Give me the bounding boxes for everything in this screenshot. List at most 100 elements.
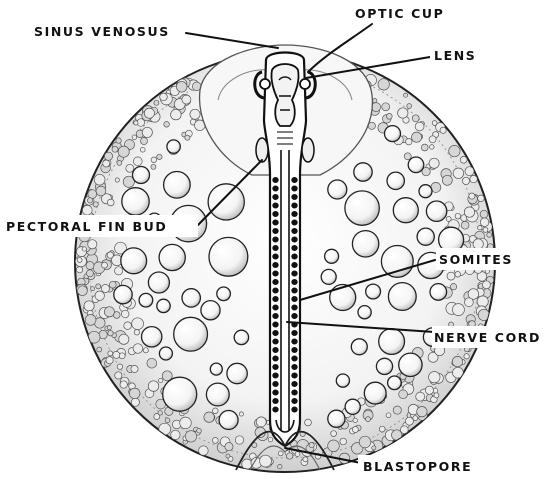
somite: [272, 271, 278, 277]
somite: [291, 390, 297, 396]
yolk-granule: [82, 205, 92, 215]
yolk-droplet: [345, 399, 360, 414]
somite: [272, 288, 278, 294]
yolk-droplet: [379, 329, 405, 355]
yolk-granule: [159, 423, 171, 435]
droplet-highlight: [165, 251, 170, 256]
droplet-highlight: [412, 161, 415, 164]
yolk-granule: [340, 438, 347, 445]
droplet-highlight: [332, 184, 335, 187]
yolk-droplet: [148, 272, 169, 293]
somite: [291, 373, 297, 379]
yolk-granule: [144, 108, 154, 118]
yolk-granule: [212, 438, 218, 444]
yolk-granule: [164, 122, 170, 128]
yolk-droplet: [163, 377, 197, 411]
droplet-highlight: [359, 237, 364, 242]
somite: [291, 194, 297, 200]
somite: [291, 262, 297, 268]
yolk-granule: [373, 99, 377, 103]
yolk-granule: [353, 418, 357, 422]
somite: [272, 194, 278, 200]
somite: [272, 398, 278, 404]
yolk-granule: [102, 262, 108, 268]
somite: [272, 237, 278, 243]
yolk-granule: [379, 426, 385, 432]
yolk-droplet: [364, 382, 386, 404]
yolk-granule: [133, 344, 143, 354]
yolk-granule: [404, 93, 408, 97]
droplet-highlight: [395, 289, 400, 294]
yolk-granule: [199, 446, 209, 456]
yolk-granule: [88, 240, 97, 249]
somite: [291, 288, 297, 294]
yolk-granule: [85, 315, 96, 326]
yolk-droplet: [387, 172, 404, 189]
yolk-droplet: [419, 185, 432, 198]
yolk-granule: [386, 413, 391, 418]
yolk-granule: [91, 287, 95, 291]
yolk-granule: [226, 454, 230, 458]
yolk-granule: [113, 351, 120, 358]
yolk-droplet: [122, 188, 149, 215]
yolk-granule: [115, 372, 122, 379]
yolk-granule: [482, 281, 490, 289]
droplet-highlight: [325, 273, 328, 276]
yolk-granule: [160, 93, 168, 101]
yolk-granule: [96, 284, 101, 289]
yolk-droplet: [388, 376, 402, 390]
yolk-granule: [204, 412, 214, 422]
yolk-droplet: [210, 363, 222, 375]
droplet-highlight: [146, 331, 150, 335]
yolk-granule: [82, 247, 86, 251]
label-optic-cup: OPTIC CUP: [355, 6, 444, 21]
somite: [291, 313, 297, 319]
droplet-highlight: [224, 415, 227, 418]
droplet-highlight: [137, 171, 140, 174]
somite: [272, 262, 278, 268]
yolk-droplet: [330, 285, 356, 311]
yolk-droplet: [182, 289, 200, 307]
yolk-granule: [78, 286, 88, 296]
yolk-granule: [480, 210, 488, 218]
yolk-granule: [429, 158, 439, 168]
droplet-highlight: [238, 334, 241, 337]
yolk-granule: [133, 157, 142, 166]
yolk-droplet: [133, 167, 150, 184]
somite: [272, 296, 278, 302]
yolk-granule: [421, 144, 428, 151]
yolk-granule: [117, 161, 122, 166]
droplet-highlight: [213, 366, 215, 368]
yolk-droplet: [385, 126, 401, 142]
yolk-granule: [106, 357, 113, 364]
yolk-granule: [242, 459, 252, 469]
yolk-granule: [455, 272, 461, 278]
label-nerve-cord: NERVE CORD: [434, 330, 541, 345]
droplet-highlight: [205, 305, 208, 308]
yolk-granule: [407, 104, 412, 109]
yolk-droplet: [159, 244, 185, 270]
yolk-granule: [432, 121, 437, 126]
yolk-granule: [182, 95, 191, 104]
yolk-granule: [86, 262, 94, 270]
yolk-granule: [103, 160, 110, 167]
yolk-granule: [84, 301, 94, 311]
yolk-droplet: [325, 249, 339, 263]
yolk-granule: [473, 239, 483, 249]
yolk-granule: [107, 199, 114, 206]
yolk-granule: [126, 164, 134, 172]
yolk-granule: [366, 417, 371, 422]
yolk-droplet: [426, 201, 446, 221]
yolk-granule: [96, 186, 106, 196]
yolk-granule: [295, 452, 300, 457]
yolk-granule: [86, 270, 93, 277]
yolk-granule: [464, 354, 469, 359]
label-lens: LENS: [434, 48, 476, 63]
somite: [272, 203, 278, 209]
yolk-granule: [108, 331, 113, 336]
yolk-granule: [480, 218, 489, 227]
yolk-granule: [328, 440, 340, 452]
droplet-highlight: [142, 297, 144, 299]
somite: [291, 228, 297, 234]
yolk-granule: [95, 291, 104, 300]
